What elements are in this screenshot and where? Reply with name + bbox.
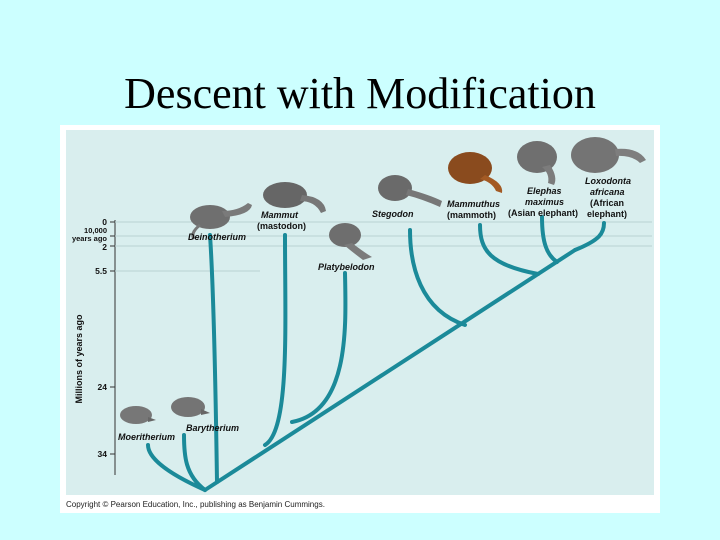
loxodonta-head-icon [571, 137, 646, 173]
branch-mammuthus [478, 223, 540, 276]
tick-label-24: 24 [98, 382, 108, 392]
slide-title: Descent with Modification [124, 69, 596, 118]
branch-loxodonta [573, 221, 606, 252]
branch-mammut [263, 233, 288, 447]
stegodon-head-icon [378, 175, 442, 207]
label-moeritherium: Moeritherium [118, 432, 175, 442]
label-deinotherium: Deinotherium [188, 232, 246, 242]
moeritherium-head-icon [120, 406, 156, 424]
label-mammut: Mammut [261, 210, 299, 220]
platybelodon-head-icon [329, 223, 372, 260]
tick-label-5-5: 5.5 [95, 266, 107, 276]
label-elephas-1: Elephas [527, 186, 562, 196]
branch-backbone [203, 248, 577, 492]
label-mammut-common: (mastodon) [257, 221, 306, 231]
label-stegodon: Stegodon [372, 209, 414, 219]
barytherium-head-icon [171, 397, 210, 417]
branch-barytherium [182, 433, 207, 492]
phylogeny-figure: 0 10,000 years ago 2 5.5 24 34 Millions … [60, 125, 660, 513]
label-barytherium: Barytherium [186, 423, 239, 433]
mammut-head-icon [263, 182, 326, 213]
label-loxodonta-2: africana [590, 187, 625, 197]
branch-moeritherium [146, 443, 207, 492]
label-loxodonta-common-1: (African [590, 198, 624, 208]
label-loxodonta-common-2: elephant) [587, 209, 627, 219]
mammuthus-head-icon [448, 152, 503, 193]
tick-label-2: 2 [102, 242, 107, 252]
tick-label-34: 34 [98, 449, 108, 459]
deinotherium-head-icon [190, 203, 252, 240]
y-axis-label: Millions of years ago [74, 314, 84, 404]
label-mammuthus-common: (mammoth) [447, 210, 496, 220]
tick-label-10000: 10,000 [84, 226, 107, 235]
label-elephas-2: maximus [525, 197, 564, 207]
elephas-head-icon [517, 141, 557, 185]
phylogeny-tree: 0 10,000 years ago 2 5.5 24 34 Millions … [72, 137, 652, 492]
branch-platybelodon [290, 271, 348, 424]
branch-stegodon [408, 228, 467, 327]
tick-label-10000-sub: years ago [72, 234, 107, 243]
branch-elephas [540, 215, 559, 264]
label-elephas-common: (Asian elephant) [508, 208, 578, 218]
tick-label-0: 0 [102, 217, 107, 227]
label-loxodonta-1: Loxodonta [585, 176, 631, 186]
label-platybelodon: Platybelodon [318, 262, 375, 272]
label-mammuthus: Mammuthus [447, 199, 500, 209]
copyright-text: Copyright © Pearson Education, Inc., pub… [66, 500, 325, 509]
figure-panel [66, 130, 654, 495]
branch-deinotherium [208, 233, 219, 484]
